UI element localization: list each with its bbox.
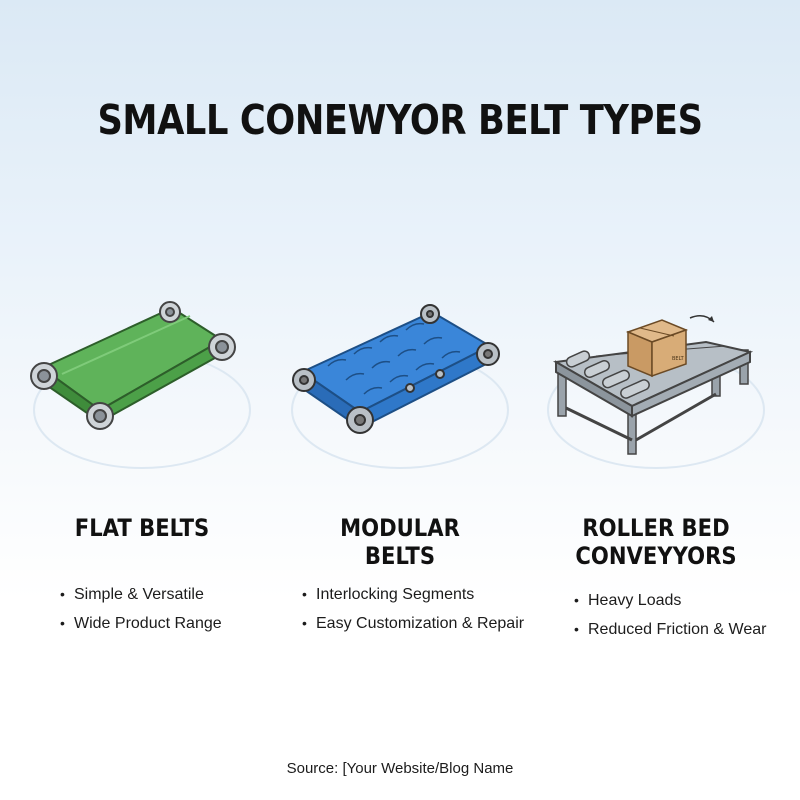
modular-belts-bullet-list: Interlocking Segments Easy Customization… xyxy=(302,580,542,638)
flat-belt-illustration xyxy=(22,290,262,480)
modular-belt-illustration xyxy=(280,290,520,480)
page-title: SMALL CONEWYOR BELT TYPES xyxy=(97,96,703,144)
list-item: Wide Product Range xyxy=(60,609,300,638)
list-item: Heavy Loads xyxy=(574,586,800,615)
flat-belts-card: FLAT BELTS Simple & Versatile Wide Produ… xyxy=(22,0,262,800)
modular-belts-card: MODULAR BELTS Interlocking Segments Easy… xyxy=(280,0,524,800)
roller-bed-illustration: BELT xyxy=(536,290,776,480)
heading-line: ROLLER BED xyxy=(582,514,730,542)
list-item: Simple & Versatile xyxy=(60,580,300,609)
flat-belts-bullet-list: Simple & Versatile Wide Product Range xyxy=(60,580,300,638)
flat-belts-heading: FLAT BELTS xyxy=(36,514,247,542)
roller-bed-heading: ROLLER BED CONVEYYORS xyxy=(550,514,761,570)
list-item: Interlocking Segments xyxy=(302,580,542,609)
list-item: Easy Customization & Repair xyxy=(302,609,542,638)
heading-line: CONVEYYORS xyxy=(575,542,737,570)
roller-bed-bullet-list: Heavy Loads Reduced Friction & Wear xyxy=(574,586,800,644)
heading-line: MODULAR xyxy=(340,514,460,542)
roller-bed-card: BELT ROLLER BED CONVEYYORS Heavy Loads R… xyxy=(536,0,776,800)
source-caption: Source: [Your Website/Blog Name xyxy=(286,760,514,777)
box-label: BELT xyxy=(672,356,685,362)
modular-belts-heading: MODULAR BELTS xyxy=(294,514,505,570)
heading-line: FLAT BELTS xyxy=(74,514,210,542)
list-item: Reduced Friction & Wear xyxy=(574,615,800,644)
heading-line: BELTS xyxy=(364,542,436,570)
